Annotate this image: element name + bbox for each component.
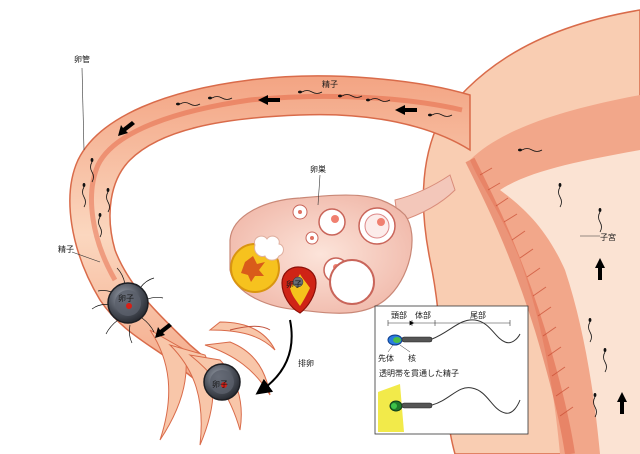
label-oviduct: 卵管	[74, 54, 90, 64]
label-sperm-left: 精子	[58, 244, 74, 254]
label-egg-follicle: 卵子	[286, 279, 302, 289]
inset-label-head: 頭部	[391, 310, 407, 320]
inset-label-tail: 尾部	[470, 310, 486, 320]
inset-label-nucleus: 核	[408, 353, 416, 363]
label-uterus: 子宮	[600, 232, 616, 242]
label-ovulation: 排卵	[298, 358, 314, 368]
inset-label-midpiece: 体部	[415, 310, 431, 320]
label-ovary: 卵巣	[310, 164, 326, 174]
ovary	[230, 195, 412, 313]
label-sperm-top: 精子	[322, 79, 338, 89]
label-egg-fertilized: 卵子	[118, 293, 134, 303]
inset-label-acrosome: 先体	[378, 353, 394, 363]
inset-caption: 透明帯を貫通した精子	[379, 368, 459, 378]
sperm-inset: 頭部 体部 尾部 先体 核 透明帯を貫通した精子	[375, 306, 528, 434]
label-egg-released: 卵子	[212, 379, 228, 389]
